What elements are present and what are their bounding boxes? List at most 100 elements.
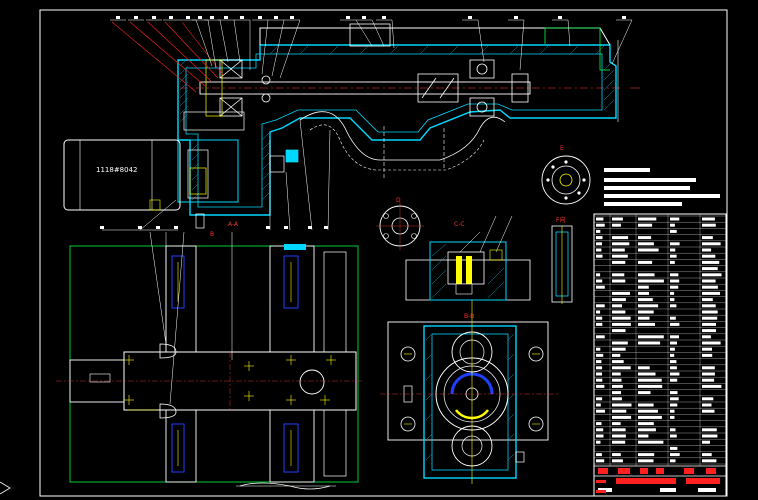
parts-cell-text (702, 459, 717, 463)
parts-cell-text (702, 453, 712, 457)
parts-cell-text (612, 217, 623, 221)
part-number-tag (116, 16, 120, 19)
parts-cell-text (702, 434, 718, 438)
part-number-tag (558, 16, 562, 19)
part-number-tag (382, 16, 386, 19)
part-number-tag (274, 16, 278, 19)
technical-notes (604, 168, 720, 206)
parts-cell-text (702, 236, 713, 240)
parts-cell-text (638, 236, 652, 240)
parts-cell-text (702, 341, 721, 345)
parts-cell-text (702, 242, 721, 246)
part-number-tag (198, 16, 202, 19)
parts-cell-text (670, 298, 675, 302)
parts-cell-text (702, 397, 714, 401)
section-cc-label: C-C (454, 221, 465, 228)
parts-cell-text (612, 440, 626, 444)
part-number-tag (266, 226, 270, 229)
part-number-tag (240, 16, 244, 19)
parts-cell-text (596, 316, 603, 320)
part-number-tag (152, 16, 156, 19)
parts-cell-text (638, 422, 654, 426)
section-bb-view: B-B (380, 300, 560, 484)
parts-cell-text (612, 347, 626, 351)
parts-cell-text (638, 322, 655, 326)
view-f-label: F向 (556, 216, 565, 224)
parts-cell-text (638, 403, 654, 407)
part-number-tag (324, 226, 328, 229)
parts-cell-text (596, 304, 605, 308)
parts-cell-text (702, 254, 716, 258)
view-d-flange: D (376, 197, 424, 250)
parts-cell-text (638, 384, 663, 388)
parts-cell-text (596, 229, 601, 233)
parts-cell-text (612, 360, 624, 364)
parts-cell-text (612, 403, 632, 407)
view-d-label: D (396, 197, 401, 204)
parts-cell-text (670, 223, 675, 227)
parts-cell-text (670, 366, 677, 370)
parts-cell-text (612, 254, 628, 258)
parts-cell-text (670, 229, 677, 233)
parts-cell-text (702, 291, 720, 295)
parts-cell-text (638, 428, 656, 432)
part-number-tag (224, 16, 228, 19)
part-number-tag (346, 16, 350, 19)
part-number-tags (100, 16, 626, 229)
plan-view (56, 231, 364, 490)
parts-cell-text (596, 236, 603, 240)
parts-cell-text (596, 217, 604, 221)
parts-cell-text (596, 440, 601, 444)
parts-cell-text (638, 248, 659, 252)
parts-cell-text (596, 459, 605, 463)
part-number-tag (258, 16, 262, 19)
parts-cell-text (612, 341, 628, 345)
parts-cell-text (596, 285, 605, 289)
part-number-tag (156, 226, 160, 229)
parts-cell-text (612, 428, 626, 432)
parts-cell-text (612, 260, 626, 264)
parts-cell-text (638, 391, 651, 395)
parts-cell-text (638, 223, 653, 227)
parts-cell-text (702, 335, 711, 339)
parts-cell-text (670, 248, 676, 252)
part-number-tag (622, 16, 626, 19)
parts-cell-text (670, 459, 676, 463)
parts-cell-text (612, 322, 631, 326)
parts-cell-text (612, 459, 623, 463)
parts-cell-text (702, 260, 720, 264)
part-number-leaders (102, 19, 633, 231)
parts-cell-text (612, 391, 621, 395)
parts-cell-text (702, 217, 715, 221)
parts-cell-text (702, 316, 718, 320)
parts-cell-text (596, 223, 605, 227)
parts-cell-text (612, 453, 621, 457)
parts-cell-text (612, 422, 621, 426)
part-number-tag (290, 16, 294, 19)
parts-cell-text (702, 347, 712, 351)
parts-cell-text (638, 459, 654, 463)
parts-cell-text (702, 223, 716, 227)
parts-cell-text (702, 353, 713, 357)
drawing-border (39, 9, 728, 497)
parts-cell-text (702, 304, 716, 308)
parts-cell-text (702, 384, 722, 388)
parts-list (593, 213, 727, 497)
section-cc-view: C-C (405, 215, 531, 301)
parts-cell-text (596, 360, 602, 364)
parts-cell-text (638, 440, 664, 444)
parts-cell-text (596, 242, 602, 246)
parts-cell-text (670, 347, 675, 351)
parts-cell-text (702, 378, 715, 382)
parts-cell-text (670, 403, 678, 407)
parts-cell-text (596, 279, 603, 283)
parts-cell-text (612, 372, 621, 376)
parts-cell-text (638, 378, 662, 382)
svg-text:B: B (210, 231, 214, 238)
parts-cell-text (612, 434, 626, 438)
parts-cell-text (612, 279, 626, 283)
part-number-tag (284, 226, 288, 229)
parts-cell-text (670, 341, 677, 345)
parts-cell-text (612, 236, 629, 240)
parts-cell-text (612, 415, 632, 419)
